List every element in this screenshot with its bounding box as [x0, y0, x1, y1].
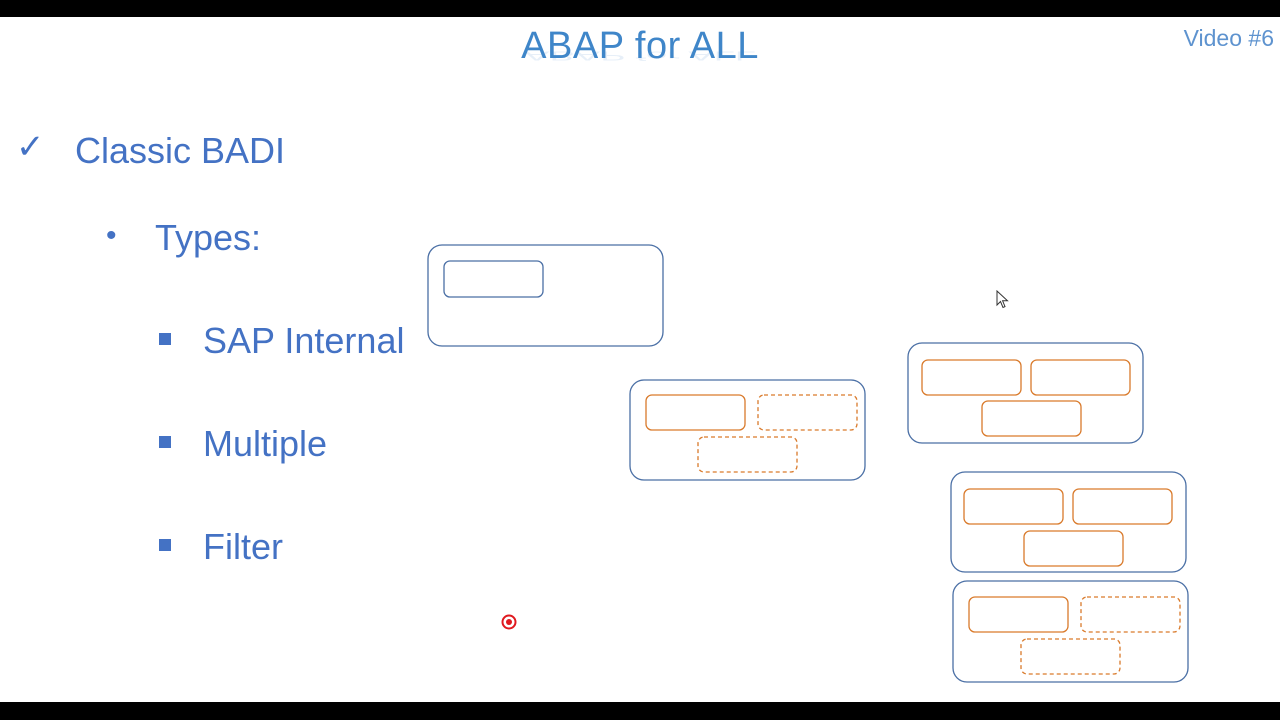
diagram-box-impl-active [645, 394, 746, 431]
bottom-letterbox [0, 702, 1280, 720]
diagram-container-right-2 [950, 471, 1187, 573]
square-bullet-icon [159, 436, 171, 448]
diagram-box-impl-active [963, 488, 1064, 525]
list-item-multiple: Multiple [203, 423, 328, 464]
diagram-box-impl-inactive [697, 436, 798, 473]
diagram-box-impl-active [968, 596, 1069, 633]
diagram-box-internal-impl [443, 260, 544, 298]
diagram-box-impl-inactive [1020, 638, 1121, 675]
bullet-dot-icon: • [106, 219, 117, 252]
diagram-box-impl-inactive [1080, 596, 1181, 633]
badi-diagram [427, 244, 1189, 683]
check-mark-icon: ✓ [16, 128, 45, 166]
slide: ABAP for ALL ABAP for ALL Video #6 ✓ Cla… [0, 17, 1280, 702]
diagram-container-right-1 [907, 342, 1144, 444]
video-number-label: Video #6 [1183, 25, 1274, 51]
square-bullet-icon [159, 333, 171, 345]
diagram-container-multiple [629, 379, 866, 481]
diagram-box-impl-inactive [757, 394, 858, 431]
diagram-box-impl-active [1030, 359, 1131, 396]
record-indicator-icon [501, 614, 517, 635]
list-item-filter: Filter [203, 526, 283, 567]
list-item-sap-internal: SAP Internal [203, 320, 405, 361]
diagram-container-right-3 [952, 580, 1189, 683]
slide-heading: Classic BADI [75, 130, 286, 171]
diagram-box-impl-active [981, 400, 1082, 437]
diagram-box-impl-active [1072, 488, 1173, 525]
types-label: Types: [155, 217, 262, 258]
diagram-box-impl-active [1023, 530, 1124, 567]
diagram-box-impl-active [921, 359, 1022, 396]
diagram-container-sap-internal [427, 244, 664, 347]
slide-title: ABAP for ALL [521, 25, 759, 67]
mouse-pointer-icon [996, 289, 1010, 315]
square-bullet-icon [159, 539, 171, 551]
